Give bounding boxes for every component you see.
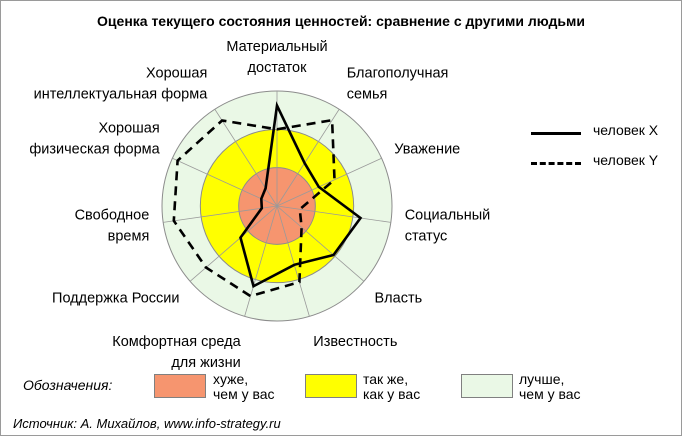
legend-line-person-x — [531, 132, 581, 135]
axis-label-9-line-0: Хорошая — [98, 120, 159, 136]
radar-spoke — [276, 205, 365, 282]
legend-label-same: так же, как у вас — [363, 372, 420, 402]
legend-label-better: лучше, чем у вас — [519, 372, 581, 402]
axis-label-6-line-1: для жизни — [171, 355, 240, 371]
axis-label-3-line-1: статус — [405, 228, 448, 244]
radar-spoke — [172, 157, 278, 207]
axis-label-0-line-1: достаток — [248, 60, 308, 76]
axis-label-7: Поддержка России — [52, 291, 179, 307]
legend-swatch-better — [461, 374, 513, 398]
axis-label-0: Материальный достаток — [226, 39, 327, 76]
axis-label-1: Благополучная семья — [347, 66, 449, 103]
legend-label-better-line2: чем у вас — [519, 386, 581, 402]
legend-swatch-worse — [154, 374, 206, 398]
radar-spoke — [244, 205, 278, 317]
chart-title: Оценка текущего состояния ценностей: сра… — [97, 13, 585, 29]
axis-label-7-line-0: Поддержка России — [52, 291, 179, 307]
axis-label-3: Социальный статус — [405, 207, 491, 244]
axis-label-9: Хорошая физическая форма — [29, 120, 160, 157]
axis-label-4-line-0: Власть — [375, 291, 423, 307]
axis-label-3-line-0: Социальный — [405, 207, 491, 223]
axis-label-5: Известность — [313, 334, 397, 350]
legend-label-person-x: человек X — [593, 122, 659, 138]
radar-spoke — [163, 205, 278, 223]
radar-axis-labels: Материальный достаток Благополучная семьяУв… — [29, 39, 490, 371]
axis-label-1-line-0: Благополучная — [347, 66, 449, 82]
axis-label-6-line-0: Комфортная среда — [112, 334, 241, 350]
radar-series — [172, 101, 363, 298]
radar-spoke — [214, 109, 278, 207]
radar-spoke — [276, 205, 391, 223]
axis-label-10: Хорошая интеллектуальная форма — [34, 66, 209, 103]
radar-spoke — [276, 205, 310, 317]
radar-spoke — [276, 109, 340, 207]
legend-label-person-y: человек Y — [593, 152, 659, 168]
axis-label-8-line-0: Свободное — [75, 207, 150, 223]
legend-label-same-line1: так же, — [363, 371, 409, 387]
series-person-y-line — [172, 118, 336, 298]
radar-spoke — [189, 205, 278, 282]
axis-label-9-line-1: физическая форма — [29, 141, 160, 157]
legend-caption: Обозначения: — [23, 377, 113, 393]
legend-label-better-line1: лучше, — [519, 371, 565, 387]
legend-label-worse: хуже, чем у вас — [213, 372, 275, 402]
axis-label-2: Уважение — [394, 141, 460, 157]
legend-label-same-line2: как у вас — [363, 386, 421, 402]
axis-label-8: Свободное время — [75, 207, 150, 244]
legend-label-worse-line2: чем у вас — [213, 386, 275, 402]
axis-label-4: Власть — [375, 291, 423, 307]
legend-swatch-same — [305, 374, 357, 398]
source-note: Источник: А. Михайлов, www.info-strategy… — [13, 416, 281, 431]
radar-spokes — [163, 91, 391, 317]
axis-label-1-line-1: семья — [347, 87, 388, 103]
legend-line-person-y — [531, 162, 581, 165]
axis-label-5-line-0: Известность — [313, 334, 397, 350]
axis-label-0-line-0: Материальный — [226, 39, 327, 55]
axis-label-2-line-0: Уважение — [394, 141, 460, 157]
legend-label-worse-line1: хуже, — [213, 371, 249, 387]
radar-spoke — [276, 157, 382, 207]
axis-label-6: Комфортная среда для жизни — [112, 334, 241, 371]
axis-label-10-line-1: интеллектуальная форма — [34, 87, 209, 103]
axis-label-10-line-0: Хорошая — [146, 66, 207, 82]
axis-label-8-line-1: время — [108, 228, 150, 244]
series-person-x-line — [239, 101, 363, 289]
